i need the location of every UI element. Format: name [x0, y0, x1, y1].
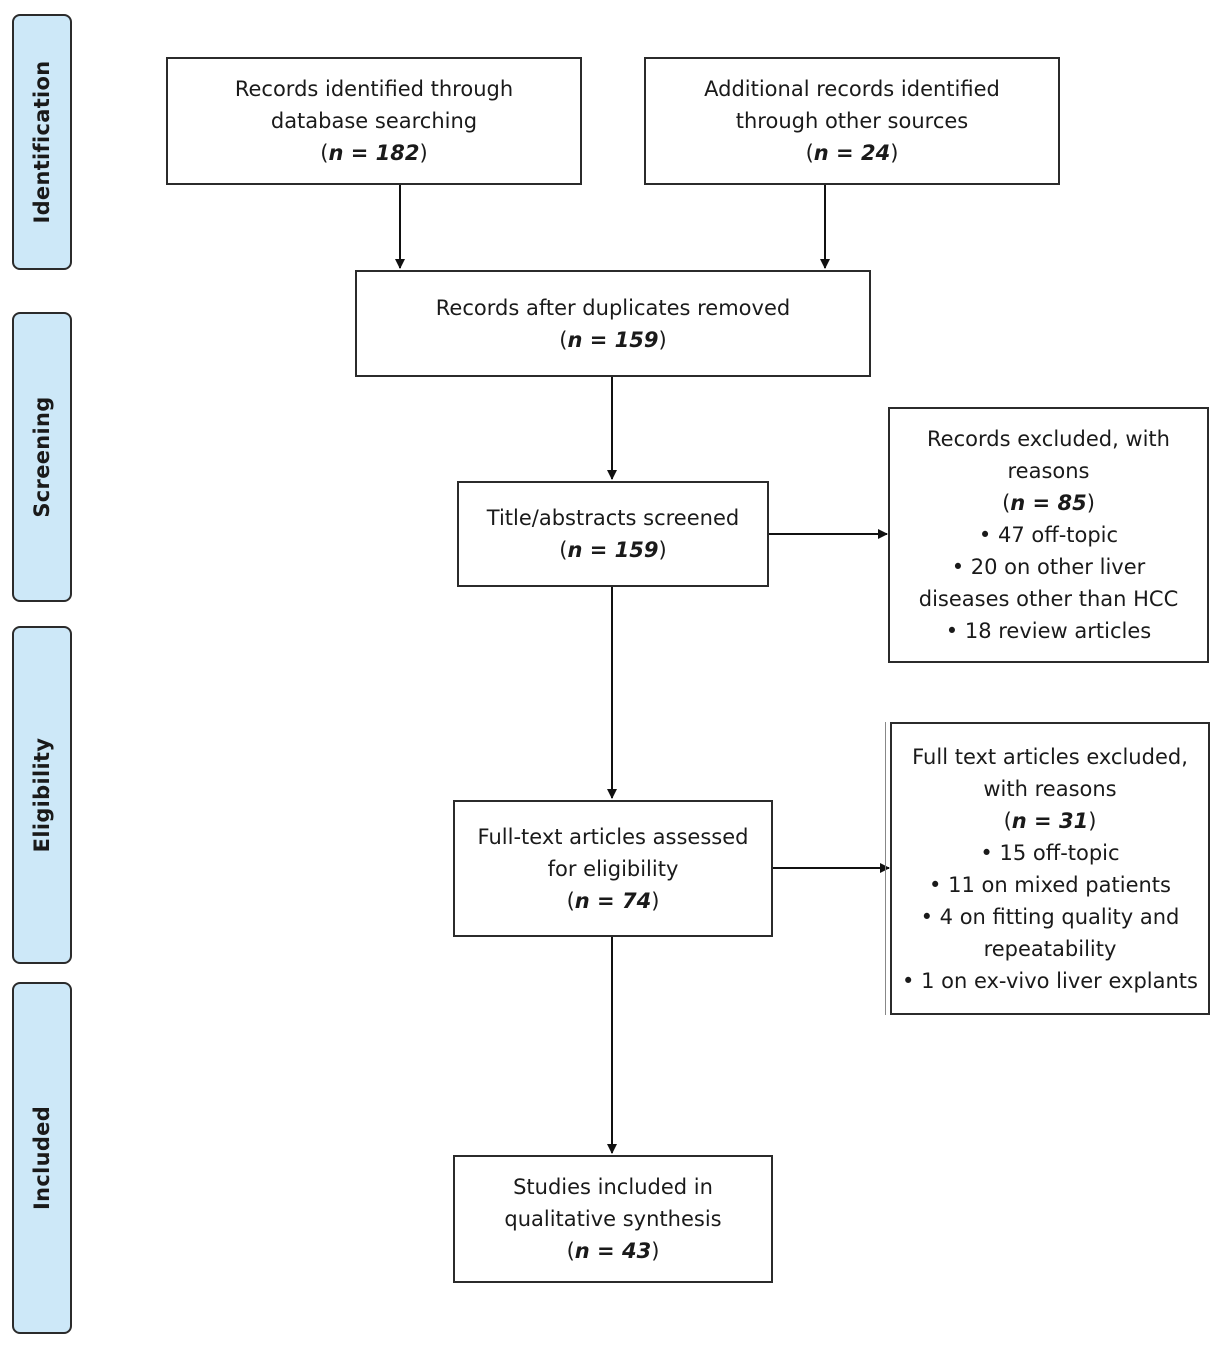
reason-item: • 4 on fitting quality and	[920, 904, 1180, 929]
box-text: Full-text articles assessed	[477, 824, 749, 849]
box-text: through other sources	[735, 109, 969, 133]
box-records-excluded: Records excluded, with reasons (n = 85) …	[888, 407, 1209, 663]
box-text: reasons	[1007, 459, 1090, 483]
box-text: Records identified through	[234, 77, 514, 101]
count-label: (n = 43)	[566, 1239, 660, 1263]
box-text: Records after duplicates removed	[435, 295, 791, 320]
box-text: qualitative synthesis	[504, 1207, 722, 1231]
box-database-search: Records identified through database sear…	[166, 57, 582, 185]
count-label: (n = 159)	[559, 327, 667, 352]
reason-item: • 47 off-topic	[978, 523, 1119, 547]
count-label: (n = 74)	[566, 888, 660, 913]
box-text: Full text articles excluded,	[912, 744, 1188, 769]
box-title-abstracts-screened: Title/abstracts screened (n = 159)	[457, 481, 769, 587]
stage-screening: Screening	[12, 312, 72, 602]
box-text: database searching	[270, 109, 478, 133]
box-text: Title/abstracts screened	[486, 506, 740, 530]
reason-item: • 15 off-topic	[980, 840, 1120, 865]
count-label: (n = 85)	[1002, 491, 1095, 515]
box-fulltext-excluded: Full text articles excluded, with reason…	[890, 722, 1210, 1015]
reason-item: repeatability	[983, 936, 1117, 961]
box-fulltext-assessed: Full-text articles assessed for eligibil…	[453, 800, 773, 937]
reason-item: • 11 on mixed patients	[929, 872, 1171, 897]
reason-item: • 18 review articles	[945, 619, 1152, 643]
stage-identification: Identification	[12, 14, 72, 270]
box-duplicates-removed: Records after duplicates removed (n = 15…	[355, 270, 871, 377]
box-text: for eligibility	[547, 856, 679, 881]
count-label: (n = 31)	[1003, 808, 1097, 833]
box-other-sources: Additional records identified through ot…	[644, 57, 1060, 185]
stage-eligibility: Eligibility	[12, 626, 72, 964]
box-studies-included: Studies included in qualitative synthesi…	[453, 1155, 773, 1283]
reason-item: diseases other than HCC	[918, 587, 1179, 611]
count-label: (n = 159)	[559, 538, 667, 562]
box-text: Studies included in	[513, 1175, 713, 1199]
count-label: (n = 24)	[805, 141, 899, 165]
reason-item: • 20 on other liver	[951, 555, 1146, 579]
stage-included: Included	[12, 982, 72, 1334]
box-text: with reasons	[983, 776, 1117, 801]
box-text: Additional records identified	[704, 77, 1000, 101]
box-shadow-edge	[885, 722, 886, 1015]
box-text: Records excluded, with	[927, 427, 1170, 451]
count-label: (n = 182)	[320, 141, 428, 165]
reason-item: • 1 on ex-vivo liver explants	[902, 968, 1198, 993]
